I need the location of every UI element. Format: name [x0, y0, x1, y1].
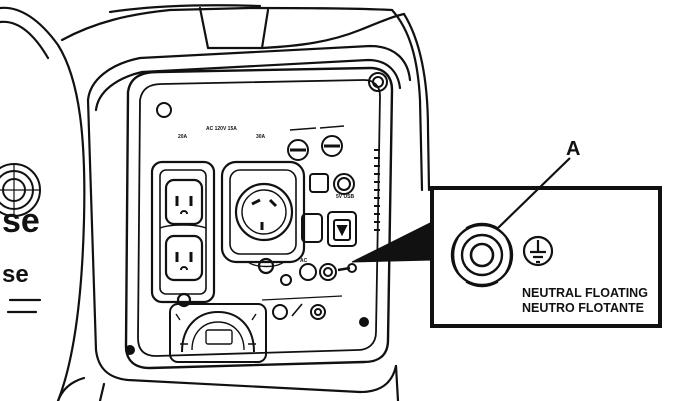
fuel-gauge-display	[169, 303, 267, 363]
fuel-cap-knob	[0, 163, 41, 217]
parallel-ports[interactable]	[261, 295, 343, 320]
circuit-breakers[interactable]	[287, 125, 345, 161]
label-20a: 20A	[178, 134, 188, 140]
vent-slots	[374, 149, 380, 231]
caption-line-2: NEUTRO FLOTANTE	[522, 301, 644, 315]
screw-bottom-right	[359, 317, 369, 327]
reset-button-icon[interactable]	[309, 173, 355, 195]
caption-line-1: NEUTRAL FLOATING	[522, 286, 648, 300]
neutral-terminal-detail	[450, 222, 514, 288]
ac-indicator	[280, 213, 323, 286]
label-ac-rating: AC 120V 15A	[206, 126, 237, 132]
screw-top-right	[368, 72, 388, 92]
label-30a: 30A	[256, 134, 266, 140]
label-usb: 5V USB	[336, 194, 354, 200]
brand-fragment-2: se	[2, 261, 29, 288]
callout-pointer	[351, 221, 433, 263]
generator-housing	[0, 4, 431, 401]
callout-letter: A	[566, 138, 580, 160]
brand-fragment: se	[2, 202, 40, 240]
duplex-outlet[interactable]	[150, 160, 216, 308]
control-panel-frame	[124, 66, 394, 370]
twist-lock-outlet[interactable]	[220, 160, 306, 275]
usb-port-icon[interactable]	[327, 211, 357, 247]
screw-top-left	[156, 102, 172, 118]
label-ac: AC	[300, 258, 308, 264]
panel-screws	[125, 72, 388, 355]
callout-leader	[497, 157, 571, 229]
ground-symbol-icon	[522, 235, 554, 267]
ground-terminal-icon[interactable]	[319, 263, 357, 281]
screw-bottom-left	[125, 345, 135, 355]
